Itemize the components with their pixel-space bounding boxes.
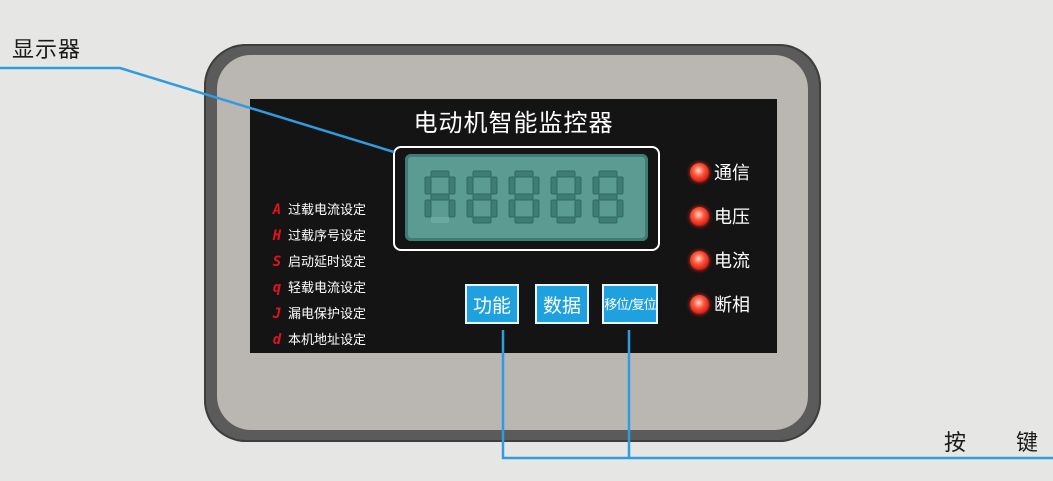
lcd-readout bbox=[424, 170, 624, 224]
led-icon bbox=[690, 206, 709, 226]
mode-code: S bbox=[272, 254, 282, 270]
lcd-digit bbox=[424, 170, 456, 223]
device-bezel: 电动机智能监控器 A 过载电流设定 H 过载序号设定 S 启动延时设定 q 轻载电流设定… bbox=[217, 55, 808, 430]
mode-code: H bbox=[272, 228, 282, 244]
lcd-segment bbox=[598, 193, 618, 201]
front-panel: 电动机智能监控器 A 过载电流设定 H 过载序号设定 S 启动延时设定 q 轻载电流设定… bbox=[250, 99, 777, 353]
lcd-segment bbox=[532, 176, 540, 195]
lcd-segment bbox=[472, 170, 492, 178]
lcd-segment bbox=[508, 176, 516, 195]
panel-title: 电动机智能监控器 bbox=[413, 109, 614, 137]
lcd-segment bbox=[592, 176, 600, 195]
indicator-current: 电流 bbox=[690, 238, 750, 282]
lcd-segment bbox=[424, 176, 432, 195]
function-button[interactable]: 功能 bbox=[465, 284, 519, 324]
monitor-device: 电动机智能监控器 A 过载电流设定 H 过载序号设定 S 启动延时设定 q 轻载电流设定… bbox=[204, 44, 821, 442]
indicator-label: 断相 bbox=[714, 295, 750, 316]
display-frame bbox=[393, 146, 660, 251]
indicator-voltage: 电压 bbox=[690, 194, 750, 238]
indicator-label: 通信 bbox=[714, 163, 750, 184]
lcd-segment bbox=[556, 193, 576, 201]
led-icon bbox=[690, 162, 709, 182]
mode-code: J bbox=[272, 306, 282, 322]
mode-code: q bbox=[272, 280, 282, 296]
mode-label: 本机地址设定 bbox=[288, 333, 367, 348]
lcd-segment bbox=[508, 199, 516, 218]
mode-code: A bbox=[272, 202, 282, 218]
lcd-segment bbox=[556, 216, 576, 224]
lcd-segment bbox=[448, 176, 456, 195]
indicator-comm: 通信 bbox=[690, 150, 750, 194]
keys-callout-label: 按 bbox=[944, 431, 967, 456]
lcd-display bbox=[405, 154, 648, 241]
mode-label: 过载序号设定 bbox=[288, 229, 367, 244]
lcd-segment bbox=[472, 193, 492, 201]
mode-item: J 漏电保护设定 bbox=[266, 301, 406, 327]
indicator-label: 电流 bbox=[714, 251, 750, 272]
mode-item: A 过载电流设定 bbox=[266, 197, 406, 223]
lcd-segment bbox=[466, 176, 474, 195]
lcd-segment bbox=[472, 216, 492, 224]
lcd-segment bbox=[431, 217, 449, 223]
indicator-list: 通信 电压 电流 断相 bbox=[690, 150, 750, 326]
lcd-digit bbox=[550, 170, 582, 224]
mode-label: 轻载电流设定 bbox=[288, 281, 367, 296]
lcd-digit bbox=[466, 170, 498, 224]
lcd-segment bbox=[574, 199, 582, 218]
lcd-segment bbox=[514, 193, 534, 201]
lcd-segment bbox=[490, 199, 498, 218]
lcd-segment bbox=[430, 170, 450, 178]
led-icon bbox=[690, 294, 709, 314]
indicator-label: 电压 bbox=[714, 207, 750, 228]
lcd-segment bbox=[448, 199, 456, 218]
shift-reset-button[interactable]: 移位/复位 bbox=[602, 284, 658, 324]
mode-code: d bbox=[272, 332, 282, 348]
lcd-segment bbox=[616, 199, 624, 218]
keys-leader-line bbox=[501, 330, 1053, 460]
lcd-segment bbox=[550, 199, 558, 218]
mode-label: 过载电流设定 bbox=[288, 203, 367, 218]
mode-item: S 启动延时设定 bbox=[266, 249, 406, 275]
lcd-segment bbox=[574, 176, 582, 195]
mode-label: 启动延时设定 bbox=[288, 255, 367, 270]
lcd-segment bbox=[616, 176, 624, 195]
lcd-digit bbox=[592, 170, 624, 224]
lcd-segment bbox=[514, 170, 534, 178]
lcd-segment bbox=[532, 199, 540, 218]
lcd-segment bbox=[556, 170, 576, 178]
lcd-segment bbox=[490, 176, 498, 195]
lcd-segment bbox=[514, 216, 534, 224]
mode-label: 漏电保护设定 bbox=[288, 307, 367, 322]
indicator-phase-loss: 断相 bbox=[690, 282, 750, 326]
lcd-segment bbox=[466, 199, 474, 218]
lcd-segment bbox=[592, 199, 600, 218]
data-button[interactable]: 数据 bbox=[535, 284, 589, 324]
lcd-segment bbox=[430, 193, 450, 201]
display-leader-line bbox=[0, 66, 395, 154]
lcd-digit bbox=[508, 170, 540, 224]
led-icon bbox=[690, 250, 709, 270]
lcd-segment bbox=[598, 216, 618, 224]
keys-callout-label: 键 bbox=[1016, 431, 1039, 456]
lcd-segment bbox=[598, 170, 618, 178]
mode-item: H 过载序号设定 bbox=[266, 223, 406, 249]
lcd-segment bbox=[550, 176, 558, 195]
display-callout-label: 显示器 bbox=[12, 38, 82, 63]
mode-item: d 本机地址设定 bbox=[266, 327, 406, 353]
mode-item: q 轻载电流设定 bbox=[266, 275, 406, 301]
lcd-segment bbox=[424, 199, 432, 218]
